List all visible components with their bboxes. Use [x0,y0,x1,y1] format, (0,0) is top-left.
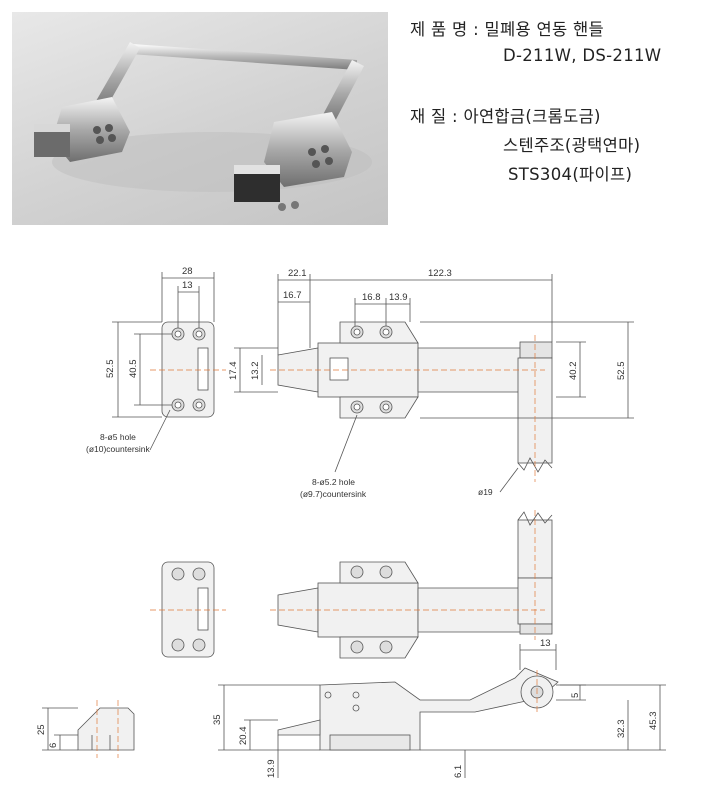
dim-6: 6 [48,743,59,748]
dim-13-2: 13.2 [250,362,261,381]
dim-40-2: 40.2 [568,362,579,381]
product-photo [12,12,388,225]
dim-20-4: 20.4 [238,727,249,746]
handle-bottom-view [161,511,553,659]
handle-photo-illustration [34,42,372,211]
hole-note-mid-1: 8-ø5.2 hole [312,477,355,487]
dim-28: 28 [182,266,193,277]
dim-16-7: 16.7 [283,290,302,301]
dim-16-8: 16.8 [362,292,381,303]
dim-25: 25 [36,724,47,735]
product-name-row: 제 품 명 : 밀폐용 연동 핸들 [410,16,604,40]
dim-13-side: 13 [540,638,551,649]
dim-13: 13 [182,280,193,291]
dim-122-3: 122.3 [428,268,452,279]
dim-45-3: 45.3 [648,712,659,731]
hole-note-left-1: 8-ø5 hole [100,432,136,442]
dim-52-5-left: 52.5 [105,360,116,379]
material-3: STS304(파이프) [508,165,633,184]
material-2: 스텐주조(광택연마) [503,136,641,155]
dim-5: 5 [570,693,581,698]
pipe-diameter-note: ø19 [478,487,493,497]
material-row: 재 질 : 아연합금(크롬도금) [410,103,601,127]
product-models: D-211W, DS-211W [503,46,662,65]
base-plate-top-view [161,321,215,418]
dim-22-1: 22.1 [288,268,307,279]
dim-17-4: 17.4 [228,362,239,381]
material-label: 재 질 : [410,107,458,126]
dim-40-5: 40.5 [128,360,139,379]
dim-52-5-right: 52.5 [616,362,627,381]
product-name: 밀폐용 연동 핸들 [484,20,604,39]
dim-35: 35 [212,714,223,725]
dim-13-9: 13.9 [389,292,408,303]
dim-6-1: 6.1 [453,765,464,778]
handle-top-view [277,321,553,473]
hole-note-mid-2: (ø9.7)countersink [300,489,367,499]
product-label: 제 품 명 : [410,20,479,39]
dim-13-9-bottom: 13.9 [266,760,277,779]
material-1: 아연합금(크롬도금) [463,107,601,126]
hole-note-left-2: (ø10)countersink [86,444,151,454]
base-plate-side-view [77,707,135,751]
technical-drawing: 28 13 52.5 40.5 22.1 122.3 16.7 16.8 13.… [36,266,666,779]
handle-side-view [277,667,559,751]
dim-32-3: 32.3 [616,720,627,739]
